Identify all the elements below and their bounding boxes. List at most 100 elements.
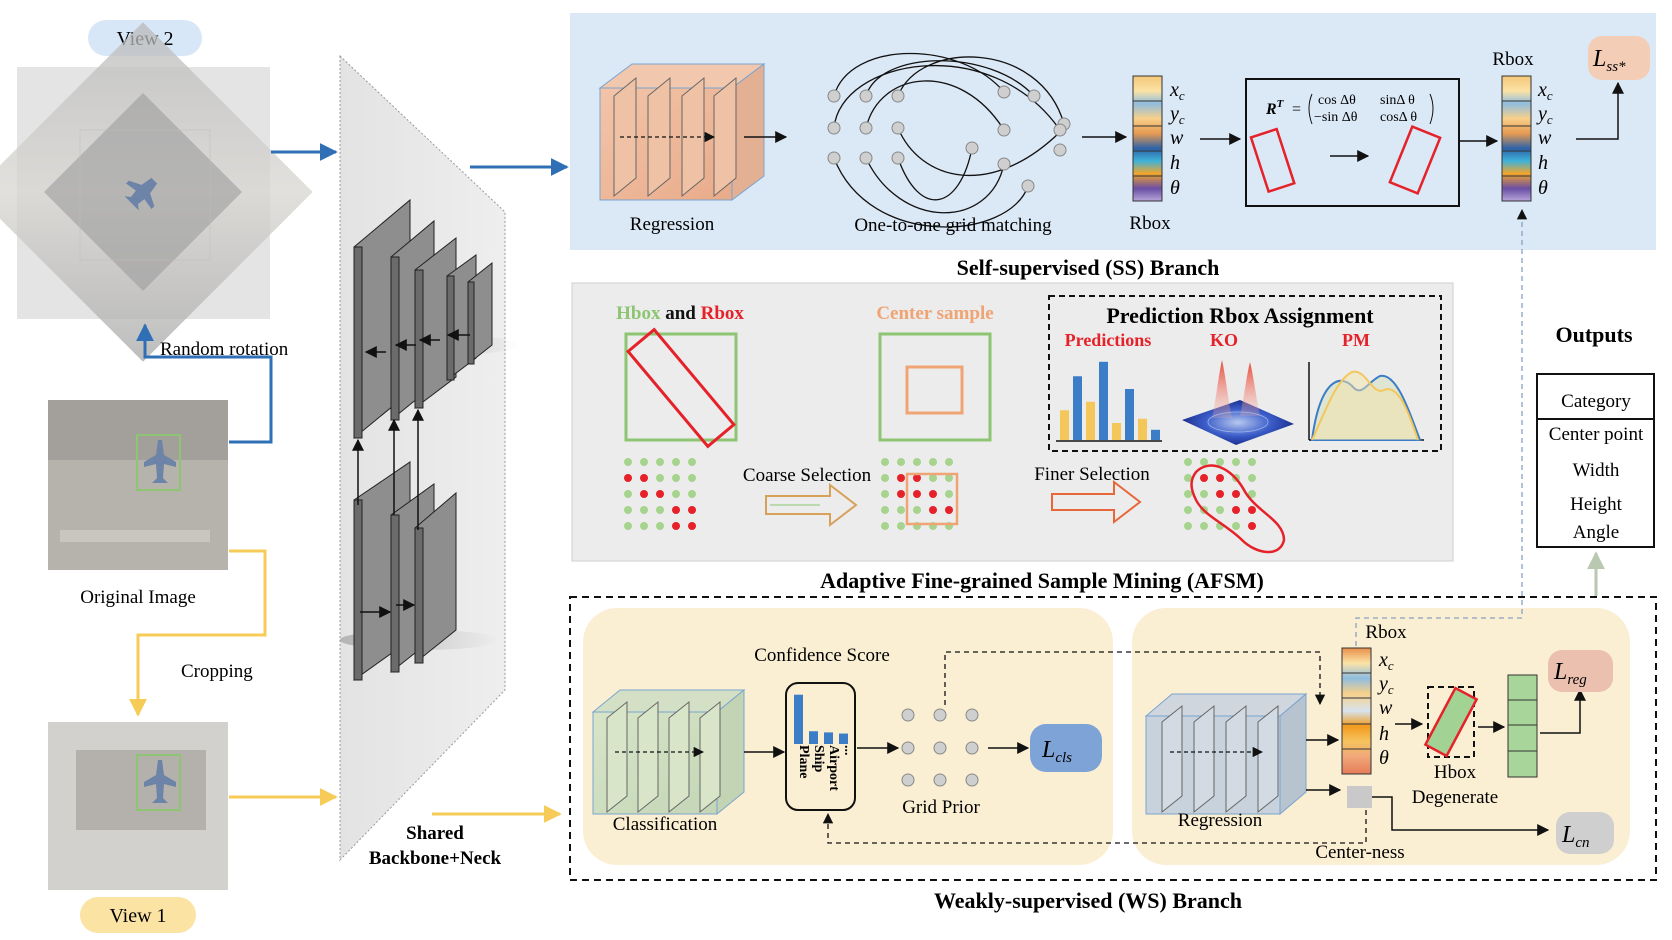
sample-dot [624,458,632,466]
finer-selection-label: Finer Selection [1034,464,1150,485]
rotated-view-image [0,22,313,362]
svg-text:cosΔ θ: cosΔ θ [1380,110,1417,125]
sample-dot [688,474,696,482]
rotation-arrow [136,323,273,444]
prediction-bar [1086,401,1095,440]
loss-reg-label: Lreg [1553,659,1587,688]
grid-points-ss [827,85,1071,193]
sample-dot [672,458,680,466]
ws-hbox-strip [1507,674,1538,778]
loss-cn-label: Lcn [1561,822,1590,851]
ws-branch-panel [569,596,1657,881]
ss-branch-title: Self-supervised (SS) Branch [957,255,1220,280]
pm-curve-chart [1308,362,1424,441]
afsm-panel [571,282,1454,562]
hbox-degenerate-shape [1423,686,1479,758]
svg-text:xc: xc [1169,79,1185,103]
ws-regression-cube [1144,692,1308,816]
sample-dot [688,458,696,466]
predictions-label: Predictions [1065,330,1152,350]
center-sample-inner [905,365,964,415]
sample-dot [913,506,921,514]
svg-text:w: w [1379,697,1393,719]
rotated-inner-box [79,129,211,261]
positive-sample-dot [1248,506,1256,514]
output-center-point: Center point [1549,424,1644,445]
positive-sample-dot [1200,474,1208,482]
sample-dot [897,522,905,530]
ss-rbox-strip-2 [1501,75,1532,202]
sample-dot [1184,458,1192,466]
svg-text:θ: θ [1379,747,1389,769]
sample-grid-all [624,458,696,530]
sample-dot [881,506,889,514]
view1-label: View 1 [109,905,166,927]
positive-sample-dot [945,506,953,514]
center-sample-outer [878,332,992,442]
loss-cn-badge [1556,812,1614,854]
sample-dot [945,458,953,466]
sample-dot [945,474,953,482]
sample-dot [897,506,905,514]
sample-dot [624,490,632,498]
svg-text:RT: RT [1265,98,1285,118]
prediction-bar [1112,423,1121,440]
confidence-bar [824,732,833,744]
positive-sample-dot [929,506,937,514]
rbox-before-rotation [1249,127,1296,194]
svg-text:sinΔ θ: sinΔ θ [1380,93,1415,108]
sample-grid-fine [1184,458,1256,530]
confidence-score-label: Confidence Score [754,645,890,666]
outputs-box [1536,373,1655,548]
prediction-bar [1060,410,1069,440]
output-category: Category [1561,391,1631,412]
sample-dot [640,506,648,514]
view1-badge [80,897,196,933]
assignment-box [1048,295,1442,452]
positive-sample-dot [1216,474,1224,482]
sample-dot [945,490,953,498]
rbox-after-rotation [1388,124,1442,196]
centerness-block [1347,786,1372,808]
loss-cls-label: Lcls [1041,737,1072,766]
sample-dot [656,458,664,466]
positive-sample-dot [688,506,696,514]
svg-text:xc: xc [1537,79,1553,103]
grid-prior-label: Grid Prior [902,797,980,818]
coarse-selection-label: Coarse Selection [743,465,872,486]
ss-rbox-params-1: xc yc w h θ [1168,79,1185,199]
sample-dot [624,506,632,514]
classification-label: Classification [613,814,718,835]
assignment-title: Prediction Rbox Assignment [1106,303,1374,328]
sample-dot [1184,522,1192,530]
ws-regression-label: Regression [1178,810,1263,831]
svg-text:xc: xc [1378,649,1394,673]
plane-icon [144,440,176,483]
sample-dot [1216,458,1224,466]
center-sample-heading: Center sample [876,303,993,324]
positive-sample-dot [640,490,648,498]
plane-icon-view1 [144,760,176,803]
degenerate-label: Degenerate [1412,787,1499,808]
svg-text:yc: yc [1168,103,1185,127]
sample-dot [688,490,696,498]
center-region-highlight [905,472,959,526]
hbox-degenerate-box [1427,686,1475,758]
svg-text:θ: θ [1538,177,1548,199]
loss-cls-badge [1030,724,1102,772]
sample-dot [1216,506,1224,514]
backbone-panel [339,54,506,862]
coarse-selection-arrow [765,482,858,528]
positive-sample-dot [913,474,921,482]
centerness-to-conf-dashed-arrow [822,810,1367,844]
positive-sample-dot [656,490,664,498]
svg-text:Ship: Ship [811,745,826,772]
original-green-box [136,434,181,491]
svg-text:θ: θ [1170,177,1180,199]
prediction-bar [1073,376,1082,440]
svg-text:Plane: Plane [796,745,811,778]
sample-dot [897,458,905,466]
positive-sample-dot [672,506,680,514]
sample-dot [881,490,889,498]
ws-hbox-label: Hbox [1434,762,1477,783]
